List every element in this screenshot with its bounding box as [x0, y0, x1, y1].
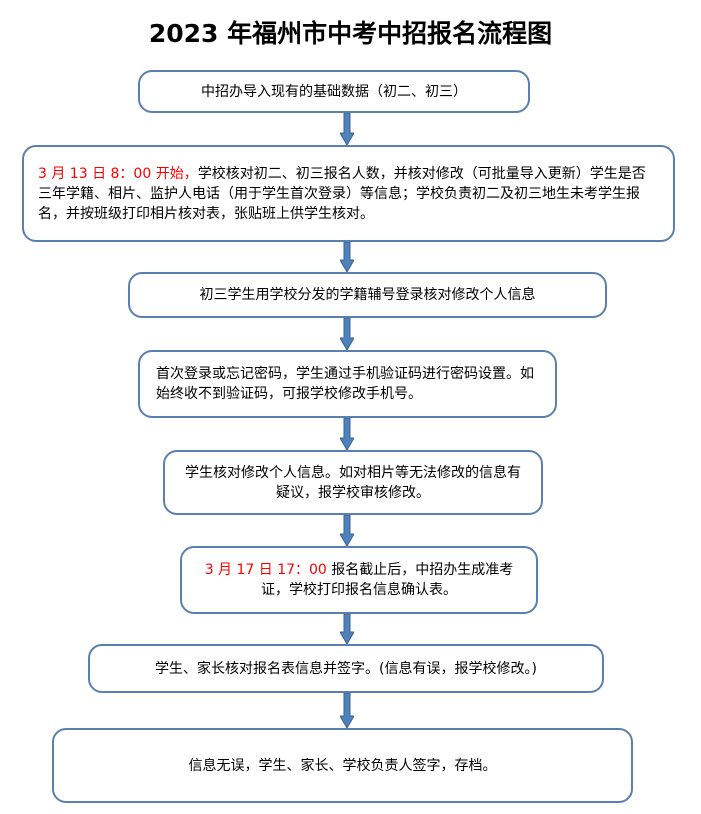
- arrow-down-icon: [340, 693, 354, 728]
- arrow-down-icon: [340, 418, 354, 450]
- arrow-down-icon: [340, 242, 354, 272]
- step-date: 3 月 17 日 17：00: [204, 562, 332, 578]
- step-text: 学生、家长核对报名表信息并签字。(信息有误，报学校修改。): [155, 660, 537, 677]
- step-text: 学生核对修改个人信息。如对相片等无法修改的信息有疑议，报学校审核修改。: [185, 464, 521, 501]
- arrow-down-icon: [340, 614, 354, 644]
- step-3-student-login: 初三学生用学校分发的学籍辅号登录核对修改个人信息: [128, 272, 607, 318]
- step-text: 信息无误，学生、家长、学校负责人签字，存档。: [188, 757, 497, 774]
- step-1-import-data: 中招办导入现有的基础数据（初二、初三）: [138, 70, 530, 113]
- step-text: 初三学生用学校分发的学籍辅号登录核对修改个人信息: [199, 287, 536, 303]
- step-8-archive: 信息无误，学生、家长、学校负责人签字，存档。: [52, 728, 633, 803]
- step-5-verify-info: 学生核对修改个人信息。如对相片等无法修改的信息有疑议，报学校审核修改。: [163, 450, 543, 515]
- step-text: 中招办导入现有的基础数据（初二、初三）: [201, 83, 467, 100]
- step-text: 首次登录或忘记密码，学生通过手机验证码进行密码设置。如始终收不到验证码，可报学校…: [156, 366, 534, 402]
- step-date: 3 月 13 日 8：00 开始，: [38, 165, 198, 182]
- step-6-registration-deadline: 3 月 17 日 17：00 报名截止后，中招办生成准考证，学校打印报名信息确认…: [180, 546, 538, 614]
- arrow-down-icon: [340, 515, 354, 546]
- step-text: 报名截止后，中招办生成准考证，学校打印报名信息确认表。: [261, 562, 514, 598]
- page-title: 2023 年福州市中考中招报名流程图: [148, 19, 553, 48]
- step-2-school-verification: 3 月 13 日 8：00 开始，学校核对初二、初三报名人数，并核对修改（可批量…: [22, 145, 675, 242]
- step-text: 学校核对初二、初三报名人数，并核对修改（可批量导入更新）学生是否三年学籍、相片、…: [38, 165, 646, 222]
- arrow-down-icon: [340, 318, 354, 350]
- arrow-down-icon: [340, 113, 354, 145]
- step-7-parent-sign: 学生、家长核对报名表信息并签字。(信息有误，报学校修改。): [88, 644, 604, 693]
- step-4-password-setup: 首次登录或忘记密码，学生通过手机验证码进行密码设置。如始终收不到验证码，可报学校…: [138, 350, 557, 418]
